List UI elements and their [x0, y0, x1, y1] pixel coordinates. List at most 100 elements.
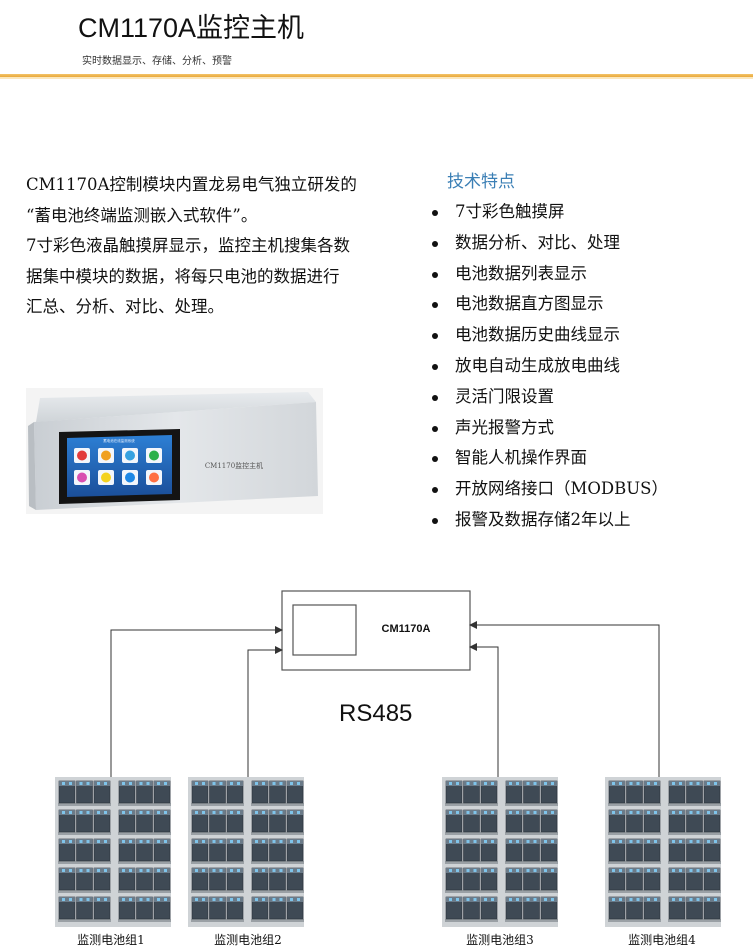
- battery-terminal-icon: [79, 869, 83, 872]
- battery-lid: [541, 810, 557, 815]
- battery-lid: [669, 810, 685, 815]
- battery-terminal-icon: [533, 811, 537, 814]
- battery-terminal-icon: [526, 869, 530, 872]
- battery-terminal-icon: [62, 811, 65, 814]
- battery-terminal-icon: [139, 898, 143, 901]
- battery-terminal-icon: [219, 782, 223, 785]
- battery-terminal-icon: [146, 840, 150, 843]
- battery-terminal-icon: [69, 782, 72, 785]
- connector-group-2: [247, 646, 283, 778]
- battery-terminal-icon: [484, 811, 487, 814]
- battery-lid: [154, 897, 170, 902]
- battery-terminal-icon: [612, 869, 615, 872]
- battery-terminal-icon: [449, 811, 452, 814]
- battery-terminal-icon: [619, 898, 622, 901]
- battery-lid: [463, 897, 480, 902]
- battery-terminal-icon: [491, 869, 494, 872]
- battery-lid: [154, 839, 170, 844]
- battery-terminal-icon: [212, 869, 216, 872]
- battery-lid: [446, 897, 462, 902]
- battery-lid: [287, 897, 303, 902]
- battery-lid: [644, 781, 660, 786]
- battery-terminal-icon: [212, 898, 216, 901]
- battery-terminal-icon: [86, 811, 90, 814]
- battery-lid: [644, 897, 660, 902]
- battery-terminal-icon: [212, 811, 216, 814]
- battery-terminal-icon: [629, 840, 633, 843]
- battery-terminal-icon: [272, 840, 276, 843]
- app-icon-glyph: [149, 450, 159, 461]
- battery-terminal-icon: [164, 898, 167, 901]
- battery-terminal-icon: [219, 869, 223, 872]
- feature-label: 电池数据历史曲线显示: [455, 325, 620, 345]
- battery-terminal-icon: [97, 869, 100, 872]
- battery-terminal-icon: [262, 869, 265, 872]
- feature-item: 智能人机操作界面: [432, 443, 668, 474]
- battery-lid: [76, 897, 93, 902]
- host-label: CM1170A: [382, 623, 431, 635]
- intro-line: CM1170A控制模块内置龙易电气独立研发的: [26, 175, 357, 194]
- battery-terminal-icon: [636, 811, 640, 814]
- battery-terminal-icon: [279, 811, 283, 814]
- rack-shelf: [191, 861, 244, 864]
- battery-terminal-icon: [714, 782, 717, 785]
- screen-app-icons: [74, 448, 162, 485]
- rack-shelf: [445, 890, 498, 893]
- battery-terminal-icon: [707, 869, 710, 872]
- rack-shelf: [58, 861, 111, 864]
- battery-terminal-icon: [262, 840, 265, 843]
- battery-lid: [506, 897, 522, 902]
- battery-terminal-icon: [202, 869, 205, 872]
- bullet-icon: [432, 302, 438, 309]
- battery-lid: [541, 868, 557, 873]
- battery-terminal-icon: [237, 782, 240, 785]
- battery-terminal-icon: [551, 811, 554, 814]
- battery-terminal-icon: [62, 782, 65, 785]
- page-subtitle: 实时数据显示、存储、分析、预警: [82, 56, 232, 67]
- battery-terminal-icon: [104, 898, 107, 901]
- battery-lid: [626, 839, 643, 844]
- battery-lid: [686, 839, 703, 844]
- rack-shelf: [58, 803, 111, 806]
- battery-lid: [119, 839, 135, 844]
- feature-label: 放电自动生成放电曲线: [455, 355, 620, 375]
- feature-item: 灵活门限设置: [432, 382, 668, 413]
- rack-shelf: [505, 861, 558, 864]
- group-label-2: 监测电池组2: [214, 933, 282, 947]
- bullet-icon: [432, 517, 438, 524]
- battery-terminal-icon: [509, 869, 512, 872]
- battery-terminal-icon: [636, 869, 640, 872]
- battery-terminal-icon: [491, 840, 494, 843]
- battery-terminal-icon: [714, 869, 717, 872]
- battery-lid: [686, 897, 703, 902]
- rack-shelf: [118, 919, 171, 922]
- battery-lid: [59, 839, 75, 844]
- intro-line: “蓄电池终端监测嵌入式软件”。: [26, 205, 258, 225]
- battery-terminal-icon: [707, 840, 710, 843]
- battery-lid: [252, 868, 268, 873]
- battery-terminal-icon: [714, 840, 717, 843]
- battery-lid: [119, 781, 135, 786]
- rack-shelf: [251, 861, 304, 864]
- battery-terminal-icon: [122, 811, 125, 814]
- battery-terminal-icon: [69, 840, 72, 843]
- battery-terminal-icon: [255, 869, 258, 872]
- intro-paragraph: CM1170A控制模块内置龙易电气独立研发的 “蓄电池终端监测嵌入式软件”。 7…: [26, 170, 401, 323]
- battery-terminal-icon: [509, 811, 512, 814]
- battery-terminal-icon: [272, 811, 276, 814]
- battery-terminal-icon: [629, 811, 633, 814]
- battery-terminal-icon: [212, 840, 216, 843]
- battery-terminal-icon: [696, 898, 700, 901]
- battery-terminal-icon: [484, 782, 487, 785]
- battery-terminal-icon: [255, 811, 258, 814]
- battery-lid: [269, 781, 286, 786]
- battery-lid: [626, 868, 643, 873]
- battery-terminal-icon: [69, 811, 72, 814]
- battery-terminal-icon: [129, 898, 132, 901]
- battery-terminal-icon: [262, 898, 265, 901]
- battery-terminal-icon: [636, 840, 640, 843]
- battery-terminal-icon: [689, 811, 693, 814]
- rack-shelf: [251, 919, 304, 922]
- battery-terminal-icon: [86, 782, 90, 785]
- battery-terminal-icon: [202, 840, 205, 843]
